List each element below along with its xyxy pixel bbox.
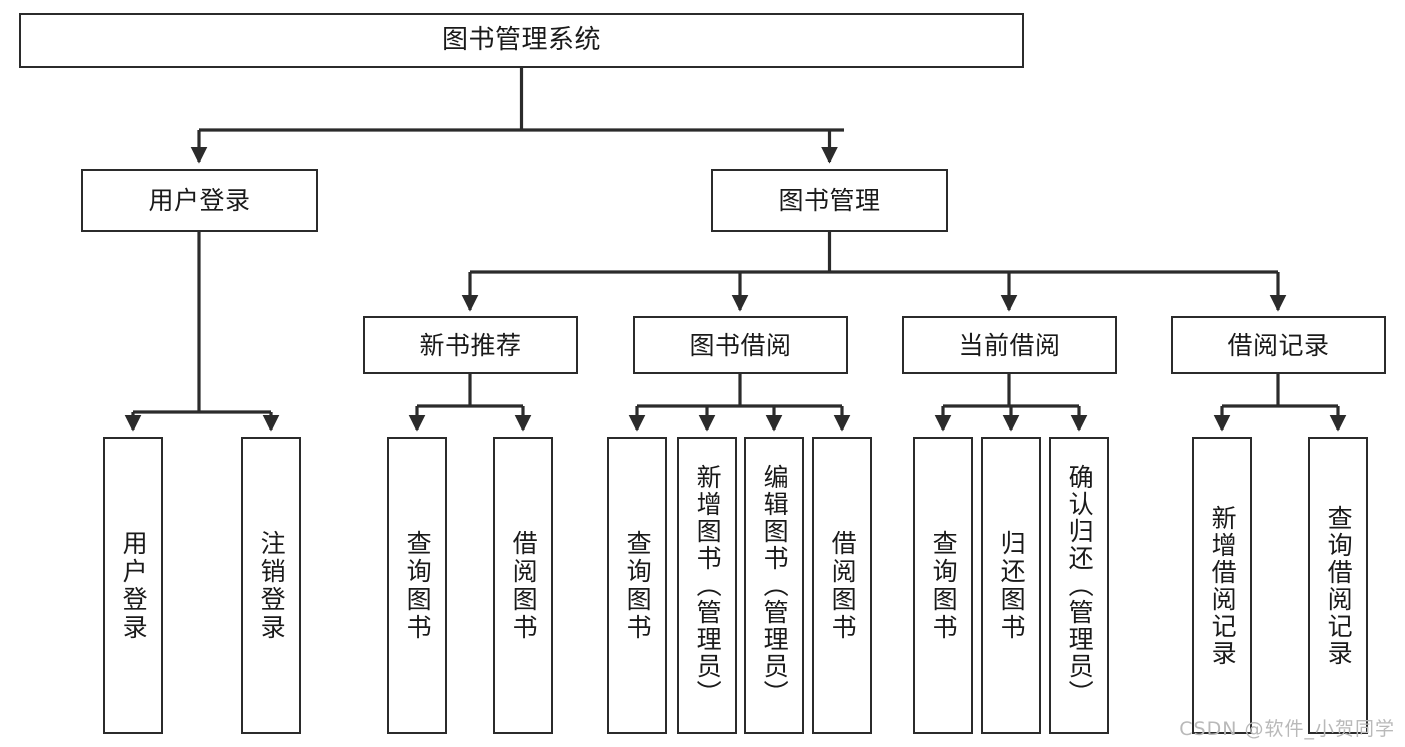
node-leaf-logout-login-label: 注销登录: [257, 529, 287, 642]
node-leaf-add-book[interactable]: 新增图书（管理员）: [677, 437, 737, 734]
node-book-borrow-label: 图书借阅: [689, 330, 792, 360]
node-leaf-query-book-3[interactable]: 查询图书: [913, 437, 973, 734]
node-root[interactable]: 图书管理系统: [19, 13, 1024, 68]
node-leaf-confirm-return-label: 确认归还（管理员）: [1065, 464, 1095, 707]
node-borrow-record[interactable]: 借阅记录: [1171, 316, 1386, 374]
node-leaf-query-book-2-label: 查询图书: [623, 529, 653, 642]
node-leaf-return-book[interactable]: 归还图书: [981, 437, 1041, 734]
node-leaf-query-record-label: 查询借阅记录: [1324, 504, 1354, 667]
node-leaf-confirm-return[interactable]: 确认归还（管理员）: [1049, 437, 1109, 734]
node-leaf-borrow-book-2[interactable]: 借阅图书: [812, 437, 872, 734]
node-leaf-user-login-label: 用户登录: [119, 529, 149, 642]
node-leaf-logout-login[interactable]: 注销登录: [241, 437, 301, 734]
watermark-text: CSDN @软件_小贺同学: [1179, 718, 1395, 740]
node-current-borrow-label: 当前借阅: [958, 330, 1061, 360]
node-leaf-add-book-label: 新增图书（管理员）: [693, 464, 723, 707]
node-leaf-add-record[interactable]: 新增借阅记录: [1192, 437, 1252, 734]
node-leaf-query-book-3-label: 查询图书: [929, 529, 959, 642]
node-user-login[interactable]: 用户登录: [81, 169, 318, 232]
node-leaf-user-login[interactable]: 用户登录: [103, 437, 163, 734]
node-leaf-query-book-1-label: 查询图书: [403, 529, 433, 642]
node-new-book-recommend-label: 新书推荐: [419, 330, 522, 360]
node-book-management-label: 图书管理: [778, 186, 881, 215]
node-user-login-label: 用户登录: [148, 186, 251, 215]
node-leaf-add-record-label: 新增借阅记录: [1208, 504, 1238, 667]
node-leaf-edit-book-label: 编辑图书（管理员）: [760, 464, 790, 707]
node-book-management[interactable]: 图书管理: [711, 169, 948, 232]
node-book-borrow[interactable]: 图书借阅: [633, 316, 848, 374]
node-leaf-return-book-label: 归还图书: [997, 529, 1027, 642]
node-leaf-edit-book[interactable]: 编辑图书（管理员）: [744, 437, 804, 734]
node-current-borrow[interactable]: 当前借阅: [902, 316, 1117, 374]
node-leaf-borrow-book-1[interactable]: 借阅图书: [493, 437, 553, 734]
node-leaf-borrow-book-2-label: 借阅图书: [828, 529, 858, 642]
node-root-label: 图书管理系统: [441, 25, 601, 56]
node-leaf-query-record[interactable]: 查询借阅记录: [1308, 437, 1368, 734]
node-leaf-query-book-2[interactable]: 查询图书: [607, 437, 667, 734]
node-leaf-borrow-book-1-label: 借阅图书: [509, 529, 539, 642]
node-new-book-recommend[interactable]: 新书推荐: [363, 316, 578, 374]
node-borrow-record-label: 借阅记录: [1227, 330, 1330, 360]
node-leaf-query-book-1[interactable]: 查询图书: [387, 437, 447, 734]
